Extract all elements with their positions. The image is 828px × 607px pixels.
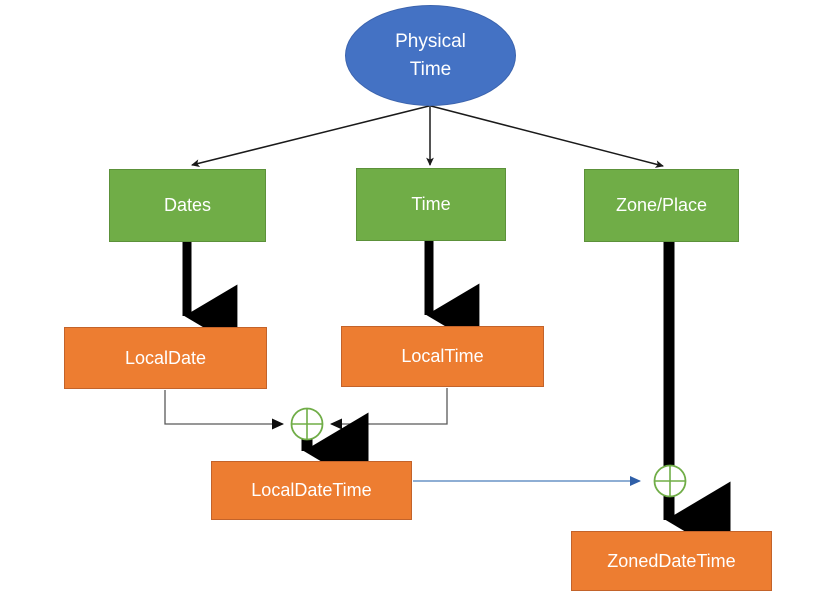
junction-merge-date-time bbox=[290, 407, 324, 441]
node-zoneddatetime[interactable]: ZonedDateTime bbox=[571, 531, 772, 591]
edge-physicaltime-to-dates bbox=[191, 105, 430, 167]
node-physical-time-label: Physical Time bbox=[395, 30, 466, 80]
node-localdatetime-label: LocalDateTime bbox=[251, 480, 372, 500]
node-dates[interactable]: Dates bbox=[109, 169, 266, 242]
edge-localtime-to-merge bbox=[330, 388, 448, 430]
node-localdate-label: LocalDate bbox=[124, 347, 207, 368]
node-localdate[interactable]: LocalDate bbox=[64, 327, 267, 389]
node-dates-label: Dates bbox=[163, 195, 212, 215]
node-localdatetime[interactable]: LocalDateTime bbox=[211, 461, 412, 520]
node-localtime-label: LocalTime bbox=[401, 346, 484, 366]
edge-localdate-to-merge bbox=[164, 390, 284, 430]
node-localtime[interactable]: LocalTime bbox=[341, 326, 544, 387]
node-time-label: Time bbox=[411, 194, 451, 214]
node-zone-place-label: Zone/Place bbox=[615, 195, 708, 215]
node-zone-place[interactable]: Zone/Place bbox=[584, 169, 739, 242]
node-zoneddatetime-label: ZonedDateTime bbox=[607, 550, 736, 571]
node-time[interactable]: Time bbox=[356, 168, 506, 241]
junction-merge-zone bbox=[653, 464, 687, 498]
edge-physicaltime-to-zoneplace bbox=[430, 105, 664, 168]
node-physical-time[interactable]: Physical Time bbox=[345, 5, 516, 106]
